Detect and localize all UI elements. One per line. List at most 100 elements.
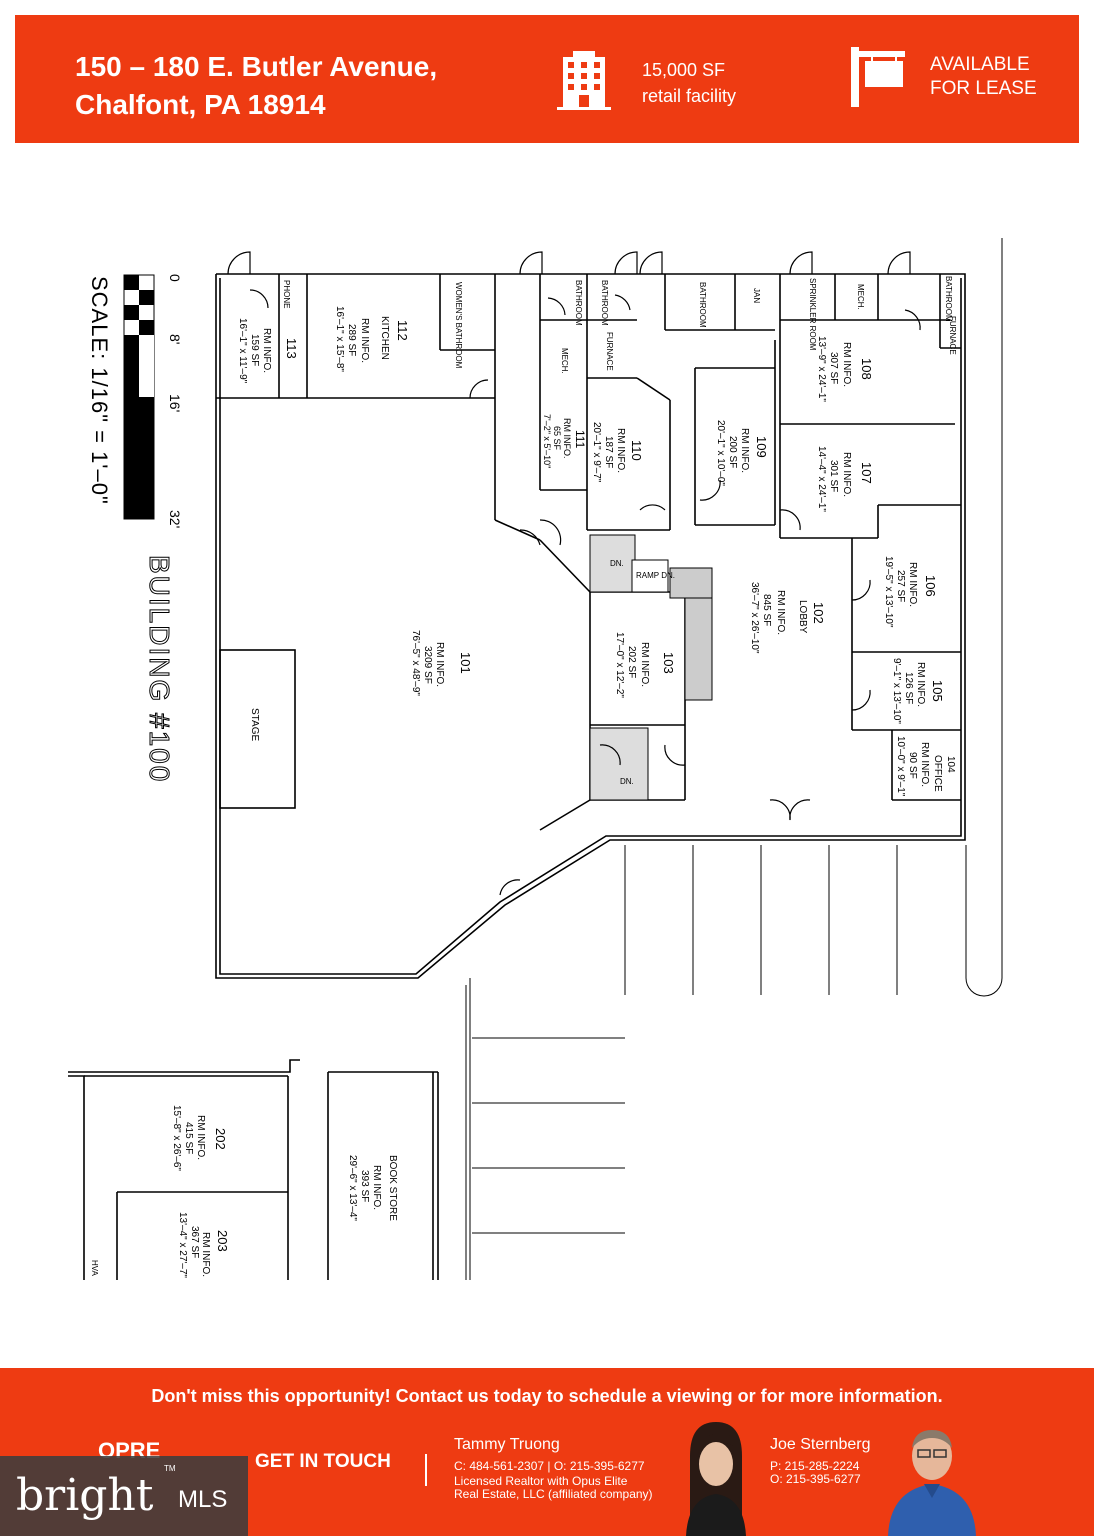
book-store-info: RM INFO.	[371, 1165, 382, 1210]
down-label-2: DN.	[620, 777, 634, 786]
room-101-sf: 3209 SF	[422, 646, 433, 684]
facility-size: 15,000 SF retail facility	[642, 57, 736, 109]
room-102-sf: 845 SF	[761, 594, 772, 626]
agent2-phone[interactable]: P: 215-285-2224	[770, 1459, 860, 1473]
bright-word: bright	[16, 1470, 154, 1521]
scale-tick-8: 8'	[167, 334, 183, 344]
room-106-dims: 19'–5" x 13'–10"	[883, 556, 894, 628]
room-108-number: 108	[859, 358, 874, 380]
room-104-name: OFFICE	[932, 755, 943, 792]
room-112-number: 112	[395, 320, 410, 341]
room-202-number: 202	[213, 1128, 228, 1150]
room-113-number: 113	[284, 338, 299, 359]
room-104-info: RM INFO.	[919, 742, 930, 787]
agent1-photo	[676, 1416, 756, 1536]
scale-text: SCALE: 1/16" = 1'–0"	[87, 276, 112, 505]
bathroom-label-3: BATHROOM	[698, 282, 707, 328]
bathroom-label-2: BATHROOM	[600, 280, 609, 326]
status-line-2: FOR LEASE	[930, 78, 1037, 99]
room-102-number: 102	[811, 602, 826, 624]
ramp-areas	[589, 534, 713, 801]
agent1-name: Tammy Truong	[454, 1436, 560, 1453]
scale-bar	[123, 274, 155, 520]
room-111-number: 111	[573, 430, 587, 449]
room-102-info: RM INFO.	[775, 590, 786, 635]
room-110-info: RM INFO.	[615, 428, 626, 473]
room-108-info: RM INFO.	[841, 342, 852, 387]
room-109-sf: 200 SF	[727, 436, 738, 468]
room-111-sf: 65 SF	[552, 426, 562, 451]
room-103-info: RM INFO.	[639, 642, 650, 687]
room-106-number: 106	[923, 575, 938, 597]
lease-status: AVAILABLE FOR LEASE	[930, 53, 1037, 101]
room-102-dims: 36'–7" x 26'–10"	[749, 582, 760, 654]
floor-plan: 0 8' 16' 32' SCALE: 1/16" = 1'–0" BUILDI…	[68, 238, 1003, 1280]
room-111-dims: 7'–2" x 5'–10"	[542, 414, 552, 468]
room-108-dims: 13'–9" x 24'–1"	[816, 336, 827, 402]
address-line-1: 150 – 180 E. Butler Avenue,	[75, 51, 438, 82]
room-112-sf: 289 SF	[346, 324, 357, 356]
room-107-number: 107	[859, 462, 874, 484]
property-address: 150 – 180 E. Butler Avenue, Chalfont, PA…	[75, 48, 437, 124]
room-108-sf: 307 SF	[828, 352, 839, 384]
ramp-down-label: RAMP DN.	[636, 571, 675, 580]
hva-label: HVA	[90, 1260, 99, 1277]
size-line-1: 15,000 SF	[642, 60, 726, 80]
mech-label-2: MECH.	[856, 284, 865, 310]
room-203-sf: 367 SF	[189, 1226, 200, 1258]
jan-label: JAN	[752, 288, 761, 303]
agent2-office[interactable]: O: 215-395-6277	[770, 1472, 861, 1486]
room-110-sf: 187 SF	[603, 436, 614, 468]
furnace-label-1: FURNACE	[605, 332, 614, 371]
room-102-name: LOBBY	[797, 600, 808, 634]
book-store-dims: 29'–6" x 13'–4"	[347, 1155, 358, 1221]
building-icon	[557, 51, 611, 110]
bathroom-label-4: BATHROOM	[944, 276, 953, 322]
room-103-dims: 17'–0" x 12'–2"	[614, 632, 625, 698]
furnace-label-2: FURNACE	[948, 316, 957, 355]
mls-word: MLS	[178, 1486, 228, 1513]
room-113-dims: 16'–1" x 11'–9"	[237, 318, 248, 384]
agent1-phones[interactable]: C: 484-561-2307 | O: 215-395-6277	[454, 1459, 645, 1473]
womens-bathroom-label: WOMEN'S BATHROOM	[454, 282, 463, 369]
room-107-sf: 301 SF	[828, 460, 839, 492]
stage-label: STAGE	[249, 708, 260, 741]
room-110-dims: 20'–1" x 9'–7"	[591, 422, 602, 483]
footer-banner: Don't miss this opportunity! Contact us …	[0, 1368, 1094, 1536]
bright-mls-watermark: bright TM MLS	[0, 1456, 248, 1536]
scale-tick-32: 32'	[167, 510, 183, 528]
building-walls	[215, 273, 966, 979]
scale-tick-16: 16'	[167, 394, 183, 412]
room-202-dims: 15'–8" x 26'–6"	[171, 1105, 182, 1171]
parking-lines	[465, 238, 1003, 1280]
building-200-walls	[68, 1059, 439, 1280]
sprinkler-room-label: SPRINKLER ROOM	[808, 278, 817, 351]
agent1-company: Real Estate, LLC (affiliated company)	[454, 1487, 653, 1501]
room-104-sf: 90 SF	[907, 752, 918, 779]
room-105-info: RM INFO.	[915, 662, 926, 707]
book-store-name: BOOK STORE	[387, 1155, 398, 1221]
room-106-sf: 257 SF	[895, 570, 906, 602]
room-109-number: 109	[754, 436, 769, 458]
for-lease-sign-icon	[851, 47, 905, 107]
doors	[227, 251, 921, 896]
room-101-number: 101	[458, 652, 473, 674]
call-to-action: Don't miss this opportunity! Contact us …	[151, 1386, 943, 1406]
room-203-number: 203	[215, 1230, 230, 1252]
room-101-dims: 76'–5" x 48'–9"	[410, 630, 421, 696]
room-104-dims: 10'–0" x 9'–1"	[895, 736, 906, 797]
room-107-info: RM INFO.	[841, 452, 852, 497]
down-label-1: DN.	[610, 559, 624, 568]
room-202-info: RM INFO.	[195, 1115, 206, 1160]
address-line-2: Chalfont, PA 18914	[75, 89, 326, 120]
room-105-sf: 126 SF	[903, 672, 914, 704]
room-202-sf: 415 SF	[183, 1122, 194, 1154]
room-105-dims: 9'–1" x 13'–10"	[891, 658, 902, 724]
get-in-touch-label: GET IN TOUCH	[255, 1451, 391, 1472]
room-110-number: 110	[629, 440, 644, 461]
room-111-info: RM INFO.	[562, 418, 572, 459]
agent1-license: Licensed Realtor with Opus Elite	[454, 1474, 628, 1488]
room-113-info: RM INFO.	[261, 328, 272, 373]
room-107-dims: 14'–4" x 24'–1"	[816, 446, 827, 512]
agent2-name: Joe Sternberg	[770, 1436, 871, 1453]
